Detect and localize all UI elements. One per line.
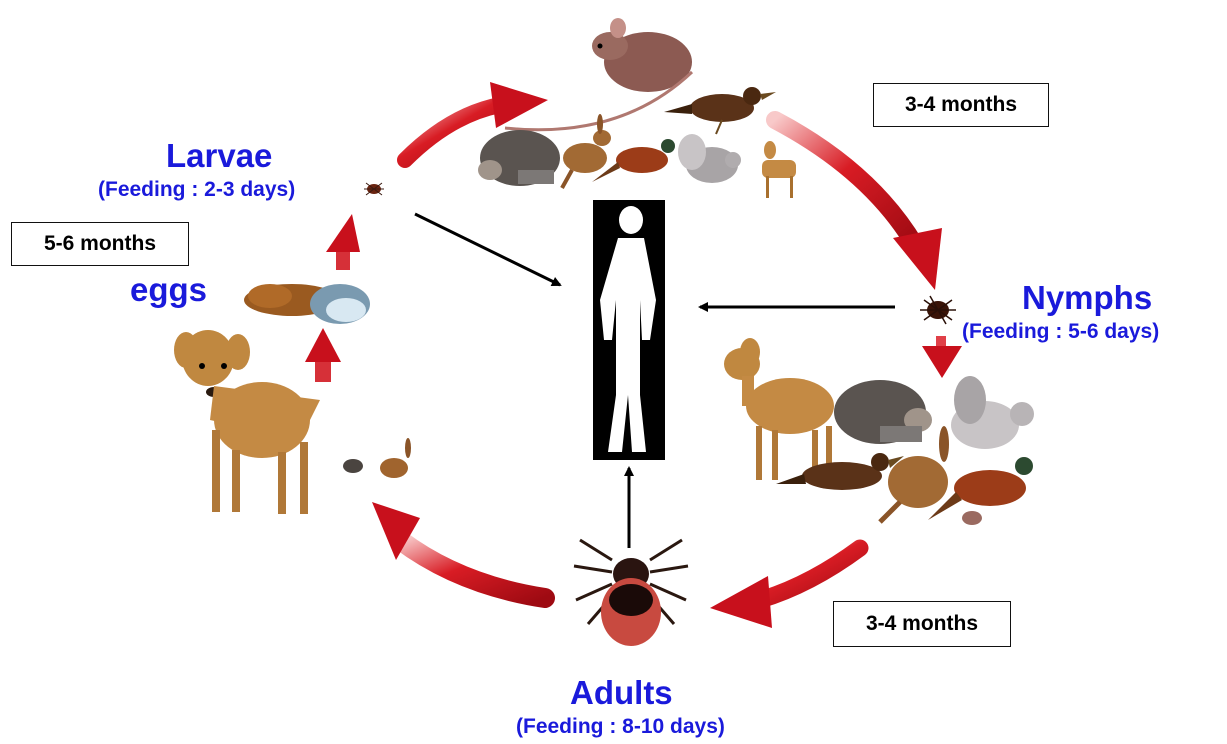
- cycle-arrow-nymph-down: [922, 336, 962, 378]
- mouse-icon: [962, 511, 982, 525]
- hare-icon: [380, 438, 411, 478]
- larvae-feeding-label: (Feeding : 2-3 days): [98, 178, 295, 202]
- squirrel-icon: [951, 376, 1034, 449]
- duration-box-left: 5-6 months: [11, 222, 189, 266]
- duration-box-top-right: 3-4 months: [873, 83, 1049, 127]
- bird-icon: [664, 87, 776, 134]
- tick-icon: [920, 296, 956, 324]
- bird-icon: [776, 453, 904, 490]
- eggs-title: eggs: [130, 272, 207, 308]
- larvae-title: Larvae: [166, 138, 272, 174]
- adults-feeding-label: (Feeding : 8-10 days): [516, 715, 725, 739]
- hedgehog-icon: [834, 380, 932, 444]
- cycle-arrow-adults-to-deer: [372, 502, 545, 598]
- mouse-icon: [505, 18, 692, 130]
- deer-icon: [174, 330, 320, 514]
- hedgehog-icon: [478, 130, 560, 186]
- deer-icon: [724, 338, 834, 480]
- duration-box-bottom-right: 3-4 months: [833, 601, 1011, 647]
- tick-icon: [364, 183, 384, 195]
- arrow-larvae-to-human: [415, 214, 560, 285]
- adults-title: Adults: [570, 675, 673, 711]
- duration-label: 5-6 months: [44, 232, 156, 256]
- deer-icon: [762, 141, 796, 198]
- tick-icon: [574, 540, 688, 646]
- cycle-arrow-deer-to-eggs: [305, 328, 341, 382]
- duration-label: 3-4 months: [905, 93, 1017, 117]
- squirrel-icon: [678, 134, 741, 183]
- duration-label: 3-4 months: [866, 612, 978, 636]
- hedgehog-icon: [343, 459, 363, 473]
- cycle-arrow-eggs-to-larvae: [326, 214, 360, 270]
- egg-cluster-icon: [244, 284, 370, 324]
- human-silhouette-icon: [593, 200, 665, 460]
- nymphs-feeding-label: (Feeding : 5-6 days): [962, 320, 1159, 344]
- cycle-arrow-hosts-to-nymphs: [775, 120, 942, 290]
- nymphs-title: Nymphs: [1022, 280, 1152, 316]
